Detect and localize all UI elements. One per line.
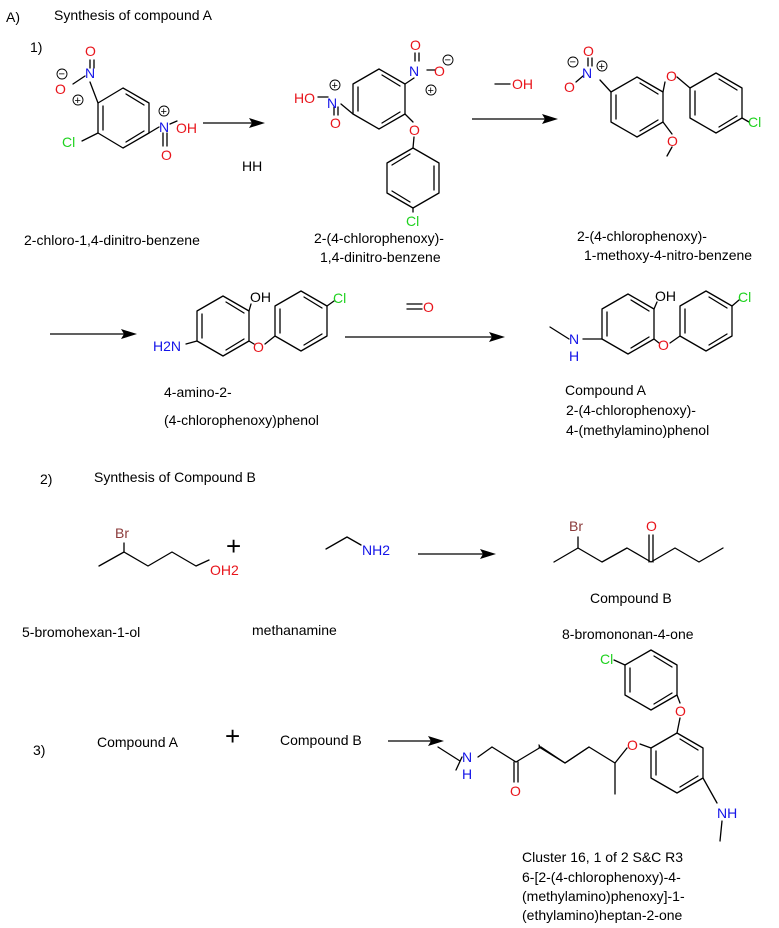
part2-title: Synthesis of Compound B (94, 469, 256, 485)
molecule-final-product (437, 649, 723, 842)
charge-plus: + (332, 80, 338, 92)
reaction-arrow (50, 329, 137, 339)
part1-step: 1) (30, 39, 42, 55)
atom-o: O (409, 122, 420, 138)
molecule-bromohexanol (98, 542, 210, 567)
atom-br: Br (115, 525, 129, 541)
compound-b-name: 8-bromononan-4-one (562, 626, 694, 642)
molecule-intermediate-1 (317, 52, 440, 213)
compound-a-name-line1: 2-(4-chlorophenoxy)- (566, 402, 696, 418)
charge-minus: − (570, 57, 576, 69)
start-name: 2-chloro-1,4-dinitro-benzene (24, 232, 200, 248)
part3-reactant-a: Compound A (97, 734, 179, 750)
final-name-line3: (methylamino)phenoxy]-1- (522, 888, 685, 904)
reaction-arrow (203, 118, 265, 128)
atom-h: H (569, 348, 579, 364)
atom-o: O (85, 43, 96, 59)
reagent-1: HH (242, 158, 262, 174)
part3-reactant-b: Compound B (280, 732, 362, 748)
atom-o: O (55, 81, 66, 97)
atom-o: O (434, 63, 445, 79)
atom-n: N (85, 65, 95, 81)
reagent-2: OH (512, 76, 533, 92)
atom-n: N (462, 749, 472, 765)
atom-oh: OH (250, 289, 271, 305)
reaction-arrow (388, 736, 444, 746)
atom-o: O (658, 337, 669, 353)
atom-cl: Cl (62, 134, 75, 150)
plus-sign: + (226, 531, 241, 561)
compound-a-label: Compound A (565, 382, 647, 398)
atom-o: O (330, 115, 341, 131)
atom-o: O (627, 737, 638, 753)
int2-name-line2: 1-methoxy-4-nitro-benzene (584, 247, 752, 263)
molecule-intermediate-3 (185, 290, 335, 357)
compound-a-name-line2: 4-(methylamino)phenol (566, 422, 709, 438)
molecule-start (72, 59, 178, 149)
part2-step: 2) (40, 471, 52, 487)
atom-o: O (667, 133, 678, 149)
int3-name-line1: 4-amino-2- (164, 384, 232, 400)
atom-o: O (564, 79, 575, 95)
charge-plus: + (75, 95, 81, 107)
atom-nh2: NH2 (362, 542, 390, 558)
compound-b-label: Compound B (590, 590, 672, 606)
atom-o: O (510, 783, 521, 799)
atom-n: N (409, 63, 419, 79)
atom-oh2: OH2 (210, 562, 239, 578)
atom-ho: HO (294, 90, 315, 106)
atom-h: H (462, 766, 472, 782)
molecule-amine (325, 536, 362, 550)
part3-step: 3) (33, 742, 45, 758)
atom-h2n: H2N (153, 338, 181, 354)
charge-minus: − (59, 69, 65, 81)
int3-name-line2: (4-chlorophenoxy)phenol (164, 412, 319, 428)
atom-o: O (666, 68, 677, 84)
plus-sign: + (225, 721, 240, 751)
atom-n: N (159, 119, 169, 135)
atom-oh: OH (176, 120, 197, 136)
atom-nh: NH (717, 805, 737, 821)
int2-name-line1: 2-(4-chlorophenoxy)- (577, 228, 707, 244)
atom-o: O (161, 147, 172, 163)
part1-title: Synthesis of compound A (54, 7, 213, 23)
int1-name-line2: 1,4-dinitro-benzene (320, 249, 441, 265)
charge-plus: + (161, 106, 167, 118)
atom-n: N (327, 95, 337, 111)
molecule-compound-a (549, 290, 740, 355)
reagent-3: O (423, 299, 434, 315)
amine-name: methanamine (252, 622, 337, 638)
final-name-line4: (ethylamino)heptan-2-one (522, 907, 683, 923)
atom-cl: Cl (738, 289, 751, 305)
atom-br: Br (569, 518, 583, 534)
section-label: A) (6, 9, 20, 25)
atom-o: O (410, 37, 421, 53)
atom-o: O (583, 43, 594, 59)
atom-o: O (675, 703, 686, 719)
atom-n: N (582, 65, 592, 81)
molecule-compound-b (553, 534, 724, 563)
bromohexanol-name: 5-bromohexan-1-ol (22, 624, 140, 640)
atom-cl: Cl (333, 290, 346, 306)
atom-o: O (646, 518, 657, 534)
reaction-arrow (472, 114, 558, 124)
molecule-intermediate-2 (575, 57, 750, 157)
charge-plus: + (599, 61, 605, 73)
atom-cl: Cl (600, 651, 613, 667)
charge-minus: − (445, 55, 451, 67)
final-name-line1: Cluster 16, 1 of 2 S&C R3 (522, 849, 683, 865)
charge-plus: + (428, 85, 434, 97)
atom-n: N (569, 331, 579, 347)
reaction-arrow (418, 549, 496, 559)
atom-cl: Cl (406, 213, 419, 229)
atom-o: O (253, 339, 264, 355)
atom-cl: Cl (748, 114, 761, 130)
atom-oh: OH (655, 288, 676, 304)
reaction-arrow (345, 332, 505, 342)
int1-name-line1: 2-(4-chlorophenoxy)- (314, 230, 444, 246)
final-name-line2: 6-[2-(4-chlorophenoxy)-4- (522, 869, 681, 885)
